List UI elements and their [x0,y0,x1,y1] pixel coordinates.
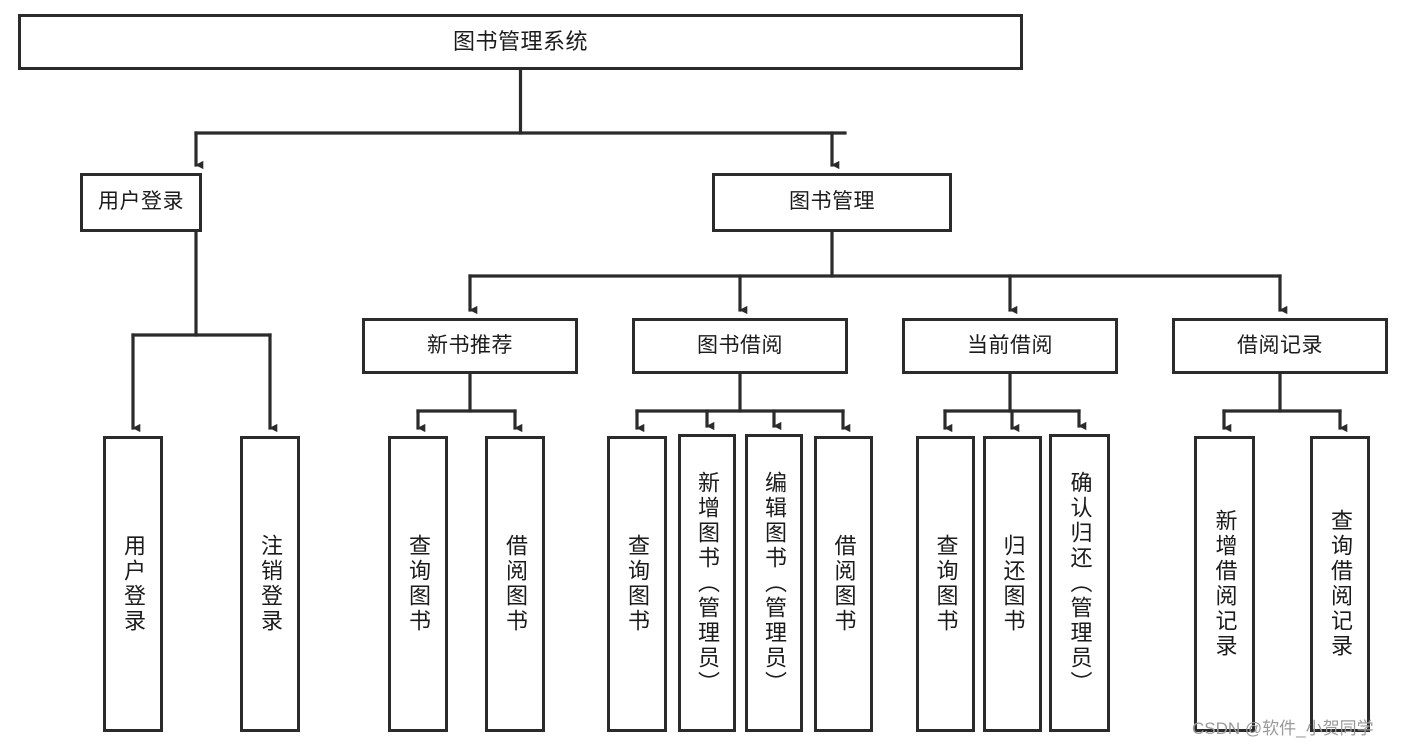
leaf-edit-book-admin-label: 编辑图书（管理员） [762,470,787,696]
node-user-login-label: 用户登录 [98,190,184,214]
node-root[interactable]: 图书管理系统 [18,14,1023,70]
node-borrow-record-label: 借阅记录 [1237,333,1323,357]
node-book-borrow[interactable]: 图书借阅 [632,318,848,374]
leaf-query-borrow-record[interactable]: 查询借阅记录 [1310,436,1370,732]
leaf-return-book-label: 归还图书 [1000,534,1026,634]
node-user-login[interactable]: 用户登录 [80,173,202,232]
csdn-watermark: CSDN @软件_小贺同学 [1192,719,1374,738]
leaf-edit-book-admin[interactable]: 编辑图书（管理员） [745,434,803,732]
leaf-add-borrow-record-label: 新增借阅记录 [1212,509,1238,659]
node-book-management[interactable]: 图书管理 [712,173,952,232]
node-root-label: 图书管理系统 [452,29,588,55]
leaf-query-book-borrow-label: 查询图书 [625,534,650,634]
leaf-confirm-return-admin[interactable]: 确认归还（管理员） [1049,434,1110,732]
leaf-user-login[interactable]: 用户登录 [103,436,163,732]
leaf-query-borrow-record-label: 查询借阅记录 [1328,509,1353,659]
node-book-management-label: 图书管理 [789,190,875,214]
leaf-logout-label: 注销登录 [258,534,283,634]
leaf-return-book[interactable]: 归还图书 [983,436,1042,732]
node-current-borrow-label: 当前借阅 [967,333,1053,357]
node-book-borrow-label: 图书借阅 [697,333,783,357]
leaf-query-book-borrow[interactable]: 查询图书 [607,436,667,732]
leaf-user-login-label: 用户登录 [121,534,146,634]
leaf-query-book-recommend[interactable]: 查询图书 [388,436,448,732]
leaf-borrow-book-label: 借阅图书 [831,534,857,634]
leaf-query-book-current-label: 查询图书 [933,534,959,634]
leaf-add-book-admin-label: 新增图书（管理员） [695,470,720,696]
node-current-borrow[interactable]: 当前借阅 [902,318,1118,374]
leaf-add-book-admin[interactable]: 新增图书（管理员） [678,434,736,732]
leaf-logout[interactable]: 注销登录 [240,436,300,732]
leaf-confirm-return-admin-label: 确认归还（管理员） [1067,470,1093,696]
node-borrow-record[interactable]: 借阅记录 [1172,318,1388,374]
node-new-book-recommend-label: 新书推荐 [427,333,513,357]
leaf-borrow-book[interactable]: 借阅图书 [814,436,873,732]
leaf-query-book-recommend-label: 查询图书 [406,534,431,634]
node-new-book-recommend[interactable]: 新书推荐 [362,318,578,374]
leaf-query-book-current[interactable]: 查询图书 [916,436,975,732]
leaf-borrow-book-recommend-label: 借阅图书 [503,534,528,634]
leaf-borrow-book-recommend[interactable]: 借阅图书 [485,436,545,732]
leaf-add-borrow-record[interactable]: 新增借阅记录 [1194,436,1255,732]
